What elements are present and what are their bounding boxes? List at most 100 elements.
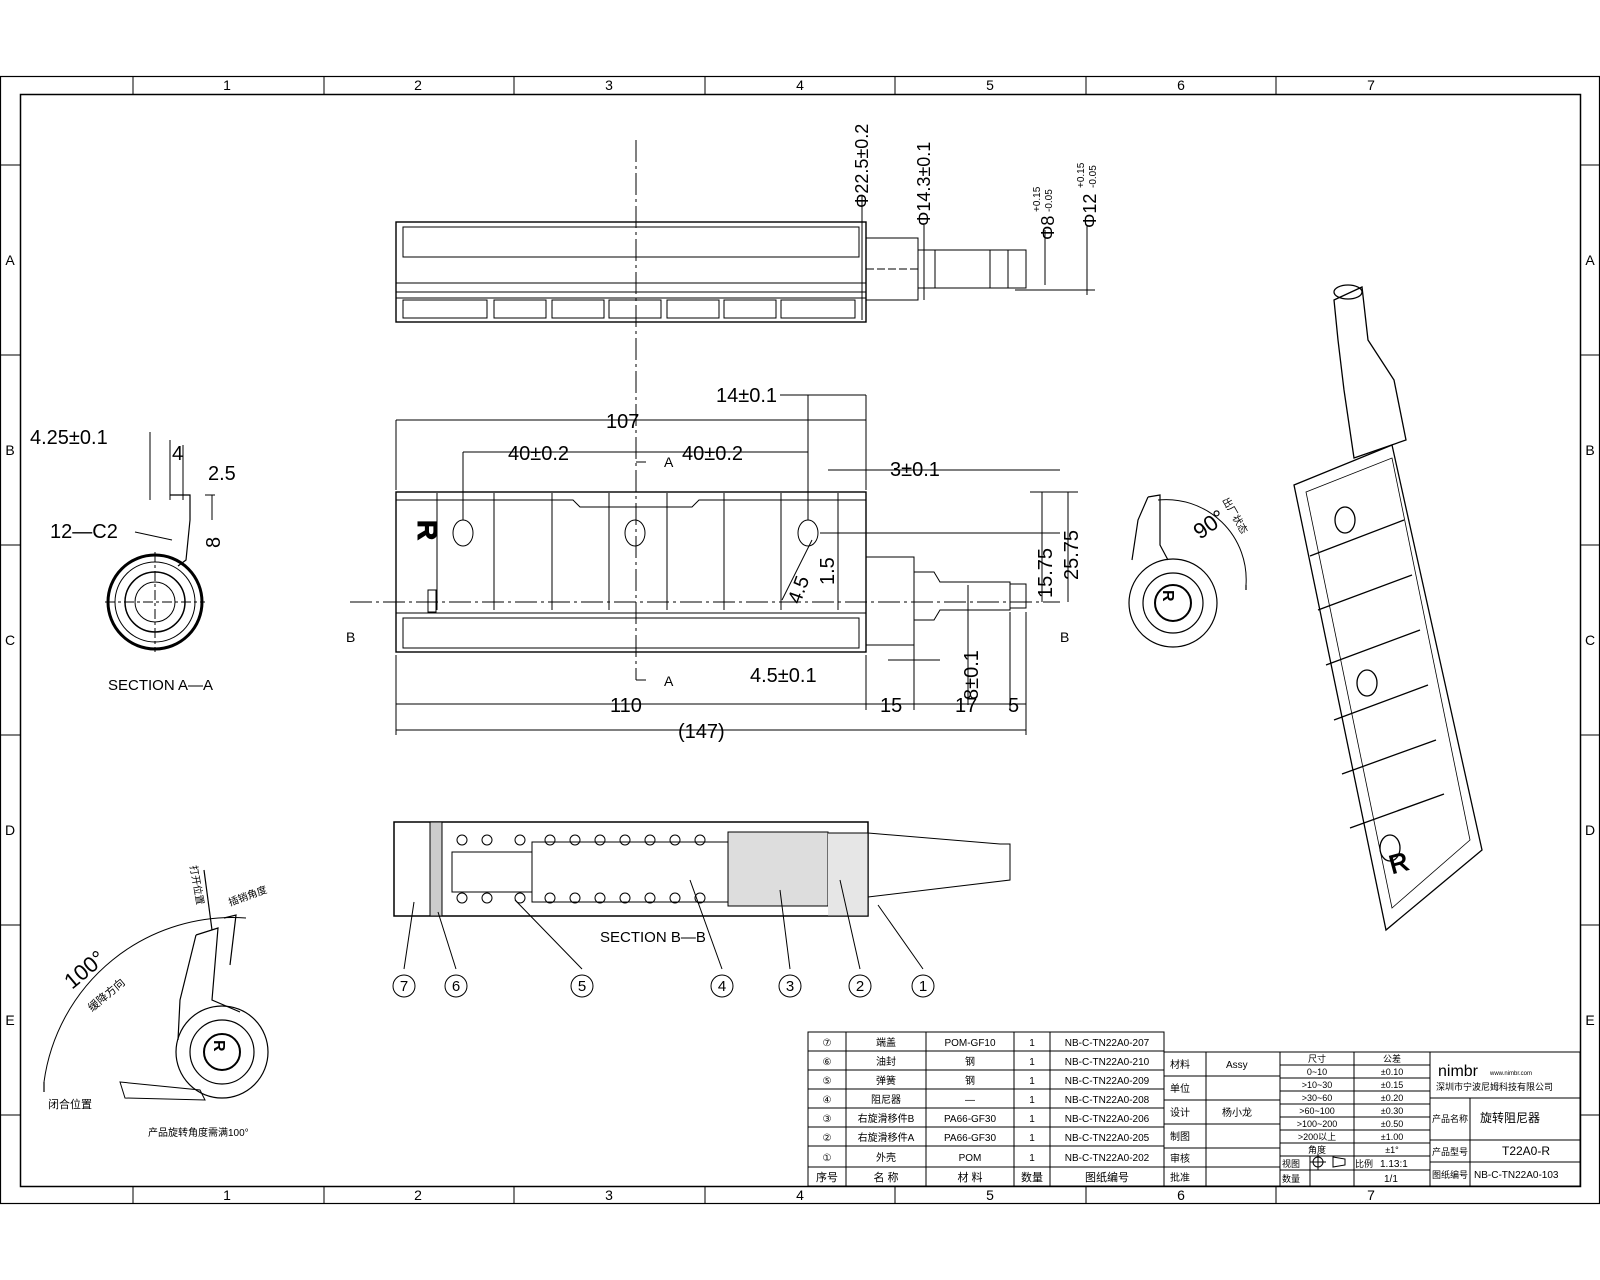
section-markers: A A B B — [346, 454, 1069, 689]
zone-col-1-bottom: 1 — [223, 1187, 231, 1203]
svg-text:1: 1 — [1029, 1114, 1035, 1125]
svg-text:材 料: 材 料 — [957, 1170, 982, 1184]
zone-col-4: 4 — [796, 77, 804, 93]
svg-text:阻尼器: 阻尼器 — [871, 1094, 901, 1106]
label-pin-angle: 插销角度 — [227, 883, 269, 909]
front-view-dimensions: 107 40±0.2 40±0.2 14±0.1 3±0.1 15.75 25.… — [508, 385, 1083, 743]
dim-shaft-8-diameter: Φ8 — [1038, 216, 1058, 240]
unit-label: 单位 — [1170, 1082, 1190, 1095]
dim-overall-107: 107 — [606, 411, 639, 433]
dim-aa-25: 2.5 — [208, 463, 236, 485]
svg-text:3: 3 — [786, 978, 794, 995]
svg-text:1: 1 — [1029, 1095, 1035, 1106]
qty-label: 数量 — [1282, 1173, 1300, 1184]
dim-length-147: (147) — [678, 721, 725, 743]
svg-text:①: ① — [823, 1153, 832, 1164]
svg-text:>10~30: >10~30 — [1302, 1080, 1333, 1090]
svg-text:2: 2 — [856, 978, 864, 995]
section-aa-title: SECTION A—A — [108, 677, 213, 694]
zone-row-c: C — [5, 632, 15, 648]
svg-text:PA66-GF30: PA66-GF30 — [944, 1114, 996, 1125]
projection-symbol-icon — [1310, 1154, 1346, 1170]
svg-text:1: 1 — [1029, 1153, 1035, 1164]
svg-text:0~10: 0~10 — [1307, 1067, 1327, 1077]
balloon-5: 5 — [570, 974, 594, 998]
svg-text:7: 7 — [400, 978, 408, 995]
svg-text:油封: 油封 — [876, 1055, 896, 1068]
svg-text:>60~100: >60~100 — [1299, 1106, 1335, 1116]
svg-text:名 称: 名 称 — [873, 1170, 898, 1184]
dim-aa-12c2: 12—C2 — [50, 521, 118, 543]
zone-row-e: E — [5, 1012, 14, 1028]
section-mark-b-left: B — [346, 629, 355, 645]
svg-text:⑦: ⑦ — [823, 1038, 832, 1049]
front-view-logo: R — [412, 520, 444, 541]
svg-text:1: 1 — [1029, 1057, 1035, 1068]
zone-col-1: 1 — [223, 77, 231, 93]
zone-row-e-right: E — [1585, 1012, 1594, 1028]
zone-col-3: 3 — [605, 77, 613, 93]
dim-aa-8: 8 — [203, 537, 225, 548]
svg-text:>30~60: >30~60 — [1302, 1093, 1333, 1103]
dim-shaft-8-tol-upper: +0.15 — [1032, 186, 1043, 212]
dim-pitch-left: 40±0.2 — [508, 443, 569, 465]
dim-length-15: 15 — [880, 695, 902, 717]
section-bb-balloons: 7 6 5 4 3 2 1 — [392, 974, 935, 998]
svg-text:⑥: ⑥ — [823, 1057, 832, 1068]
dim-height-1575: 15.75 — [1035, 548, 1057, 598]
dim-mid-diameter: Φ14.3±0.1 — [914, 142, 934, 226]
material-value: Assy — [1226, 1060, 1248, 1071]
svg-text:—: — — [965, 1095, 975, 1106]
design-label: 设计 — [1170, 1106, 1190, 1119]
zone-col-5-bottom: 5 — [986, 1187, 994, 1203]
qty-value: 1/1 — [1384, 1174, 1398, 1185]
svg-text:±1°: ±1° — [1385, 1145, 1399, 1155]
svg-text:端盖: 端盖 — [876, 1036, 896, 1049]
front-view — [350, 394, 1078, 735]
section-bb-view — [393, 821, 1011, 970]
angle-view — [43, 869, 269, 1101]
company-brand: nimbr — [1438, 1063, 1479, 1080]
dim-height-2575: 25.75 — [1061, 530, 1083, 580]
svg-text:±0.30: ±0.30 — [1381, 1106, 1403, 1116]
draft-label: 制图 — [1170, 1130, 1190, 1143]
drawing-no: NB-C-TN22A0-103 — [1474, 1170, 1559, 1181]
svg-text:1: 1 — [919, 978, 927, 995]
svg-text:±0.10: ±0.10 — [1381, 1067, 1403, 1077]
svg-text:NB-C-TN22A0-210: NB-C-TN22A0-210 — [1065, 1057, 1150, 1068]
section-mark-b-right: B — [1060, 629, 1069, 645]
svg-text:>200以上: >200以上 — [1298, 1132, 1336, 1142]
svg-text:POM-GF10: POM-GF10 — [944, 1038, 996, 1049]
svg-text:6: 6 — [452, 978, 460, 995]
zone-row-b: B — [5, 442, 14, 458]
svg-text:PA66-GF30: PA66-GF30 — [944, 1133, 996, 1144]
designer-name: 杨小龙 — [1222, 1106, 1252, 1119]
mount-hole-center — [624, 519, 646, 547]
svg-text:④: ④ — [823, 1095, 832, 1106]
dim-length-5: 5 — [1008, 695, 1019, 717]
dim-shaft-12-diameter: Φ12 — [1080, 194, 1100, 228]
svg-text:右旋滑移件B: 右旋滑移件B — [858, 1112, 915, 1125]
zone-row-b-right: B — [1585, 442, 1594, 458]
svg-text:4: 4 — [718, 978, 726, 995]
isometric-view — [1293, 284, 1483, 932]
dim-shaft-8-tol-lower: -0.05 — [1044, 189, 1055, 212]
zone-col-6-bottom: 6 — [1177, 1187, 1185, 1203]
svg-text:±0.15: ±0.15 — [1381, 1080, 1403, 1090]
section-mark-a-top: A — [664, 454, 674, 470]
svg-text:外壳: 外壳 — [876, 1151, 896, 1164]
dim-hole-45: 4.5 — [784, 573, 814, 607]
scale-label: 比例 — [1355, 1158, 1373, 1169]
view-label: 视图 — [1282, 1158, 1300, 1169]
angle-footnote: 产品旋转角度需满100° — [148, 1126, 249, 1139]
svg-text:右旋滑移件A: 右旋滑移件A — [858, 1131, 915, 1144]
angle-view-labels: 100° 打开位置 插销角度 缓降方向 闭合位置 产品旋转角度需满100° R — [48, 864, 269, 1139]
top-view-dimensions: Φ22.5±0.2 Φ14.3±0.1 Φ8 +0.15 -0.05 Φ12 +… — [852, 124, 1100, 240]
svg-text:③: ③ — [823, 1114, 832, 1125]
